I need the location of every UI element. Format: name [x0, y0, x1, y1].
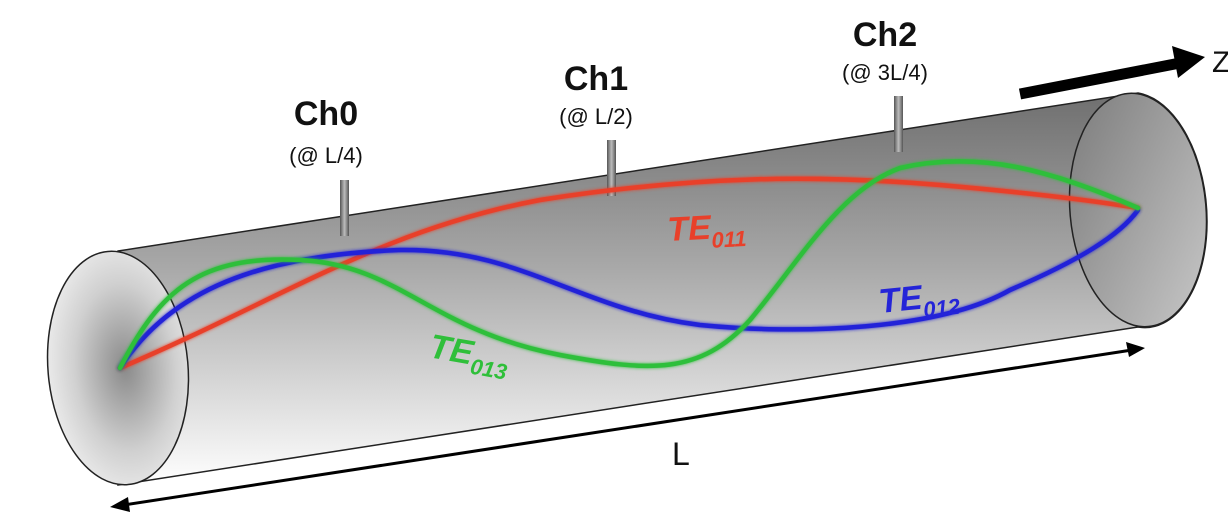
mode-label-te012: TE012 — [877, 275, 962, 327]
probe-label-ch0: Ch0 — [294, 95, 358, 133]
mode-label-te013: TE013 — [426, 327, 513, 384]
cylinder-body — [117, 92, 1208, 486]
probe-ch1 — [607, 140, 616, 196]
z-axis-arrow-head — [1172, 46, 1205, 78]
length-dimension-line — [123, 348, 1133, 507]
mode-curve-te012 — [117, 207, 1141, 371]
probe-position-ch2: (@ 3L/4) — [842, 60, 928, 85]
probe-ch0 — [340, 180, 349, 236]
probe-position-ch0: (@ L/4) — [289, 143, 363, 168]
mode-curve-te011 — [117, 176, 1141, 371]
length-arrow-head-left — [110, 497, 130, 512]
mode-label-te011-base: TE — [666, 209, 713, 249]
probe-position-ch1: (@ L/2) — [559, 104, 633, 129]
mode-label-te013-base: TE — [427, 327, 478, 372]
probe-ch2 — [894, 96, 903, 152]
mode-label-te011-index: 011 — [711, 226, 747, 253]
probe-label-ch2: Ch2 — [853, 16, 917, 54]
length-label: L — [672, 436, 690, 472]
mode-label-te012-index: 012 — [922, 294, 962, 323]
z-axis-arrow-shaft — [1018, 57, 1182, 100]
mode-label-te012-base: TE — [877, 278, 925, 320]
mode-label-te011: TE011 — [666, 207, 747, 255]
mode-curve-te013 — [117, 159, 1141, 371]
probe-label-ch1: Ch1 — [564, 60, 628, 98]
z-axis-label: Z — [1212, 46, 1228, 79]
length-arrow-head-right — [1126, 342, 1145, 357]
